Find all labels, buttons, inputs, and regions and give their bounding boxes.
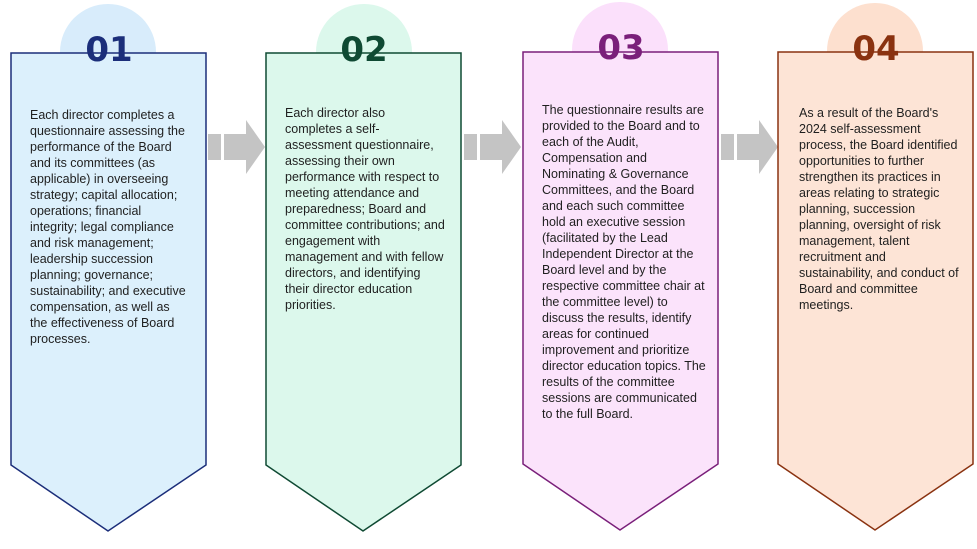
- step-2-number: 02: [340, 30, 388, 70]
- step-2-chevron: [265, 52, 462, 532]
- step-1-number: 01: [85, 30, 133, 70]
- step-1: 01 Each director completes a questionnai…: [10, 0, 208, 549]
- step-1-text: Each director completes a questionnaire …: [30, 108, 186, 346]
- step-1-shape: [10, 4, 207, 532]
- arrow-right-icon: [721, 120, 778, 174]
- step-2-text: Each director also completes a self-asse…: [285, 106, 445, 312]
- step-4: 04 As a result of the Board's 2024 self-…: [777, 0, 975, 549]
- step-2-shape: [265, 4, 462, 532]
- arrow-right-icon: [208, 120, 265, 174]
- step-4-chevron: [777, 51, 974, 531]
- arrow-right-icon: [464, 120, 521, 174]
- step-4-number: 04: [852, 29, 900, 69]
- step-3-text: The questionnaire results are provided t…: [542, 103, 706, 421]
- step-3-chevron: [522, 51, 719, 531]
- step-3: 03 The questionnaire results are provide…: [522, 0, 720, 549]
- step-1-chevron: [10, 52, 207, 532]
- step-4-shape: [777, 3, 974, 531]
- step-3-number: 03: [597, 28, 645, 68]
- step-2: 02 Each director also completes a self-a…: [265, 0, 463, 549]
- step-3-shape: [522, 2, 719, 531]
- step-4-text: As a result of the Board's 2024 self-ass…: [799, 106, 959, 312]
